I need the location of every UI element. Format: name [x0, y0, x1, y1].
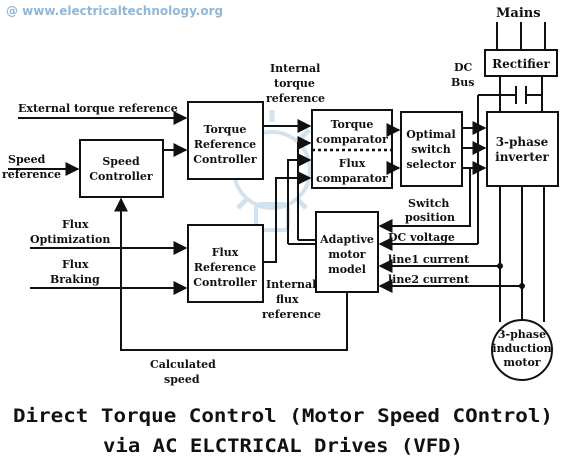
external-torque-reference-label: External torque reference — [18, 102, 178, 115]
flux-reference-controller-block — [187, 224, 264, 303]
flux-comparator-label-2: comparator — [316, 172, 388, 185]
speed-reference-label-1: Speed — [8, 153, 46, 166]
induction-motor-icon — [491, 319, 553, 381]
flux-comparator-label-1: Flux — [339, 157, 366, 170]
line1-junction — [497, 263, 503, 269]
motor-label-1: 3-phase — [498, 328, 546, 341]
flux-braking-label-2: Braking — [50, 273, 100, 286]
caption-line-2: via AC ELCTRICAL Drives (VFD) — [103, 435, 463, 457]
adaptive-motor-model-block — [315, 211, 379, 293]
switch-position-arrow — [378, 168, 471, 233]
internal-flux-ref-label-3: reference — [262, 308, 321, 321]
calculated-speed-label-2: speed — [164, 373, 200, 386]
speed-controller-label-2: Controller — [89, 170, 153, 183]
flux-braking-label-1: Flux — [62, 258, 89, 271]
torque-comparator-label-1: Torque — [331, 118, 374, 131]
dc-voltage-label: DC voltage — [388, 231, 455, 244]
torque-comparator-label-2: comparator — [316, 133, 388, 146]
mains-label: Mains — [496, 6, 541, 21]
switch-position-label-2: position — [405, 211, 455, 224]
torque-ref-label-2: Reference — [194, 138, 256, 151]
switch-position-label-1: Switch — [408, 197, 449, 210]
selector-label-2: switch — [411, 143, 451, 156]
line1-current-label: line1 current — [388, 253, 470, 266]
motor-label-2: induction — [492, 342, 551, 355]
selector-label-1: Optimal — [406, 128, 455, 141]
rectifier-label: Rectifier — [492, 57, 550, 71]
watermark-text: @ www.electricaltechnology.org — [6, 4, 223, 18]
speed-controller-block — [79, 139, 164, 198]
internal-torque-ref-label-1: Internal — [270, 62, 320, 75]
flux-ref-label-3: Controller — [193, 276, 257, 289]
rectifier-block — [484, 49, 558, 77]
inverter-label-1: 3-phase — [496, 135, 549, 149]
caption-line-1: Direct Torque Control (Motor Speed COntr… — [13, 405, 553, 427]
internal-torque-ref-label-2: torque — [274, 77, 315, 90]
inverter-label-2: inverter — [495, 150, 549, 164]
motor-model-label-1: Adaptive — [319, 233, 374, 246]
torque-ref-label-1: Torque — [204, 123, 247, 136]
internal-flux-ref-label-1: Internal — [266, 278, 316, 291]
dc-bus-label-1: DC — [454, 61, 473, 74]
motor-label-3: motor — [503, 356, 540, 369]
flux-optimization-label-2: Optimization — [30, 233, 110, 246]
dc-bus-label-2: Bus — [451, 76, 475, 89]
internal-flux-ref-label-2: flux — [276, 293, 299, 306]
optimal-switch-selector-block — [400, 111, 463, 187]
torque-feedback-arrow — [297, 136, 312, 240]
internal-torque-ref-label-3: reference — [266, 92, 325, 105]
selector-label-3: selector — [406, 158, 455, 171]
calculated-speed-arrow — [114, 197, 348, 351]
motor-model-label-2: motor — [328, 248, 365, 261]
line2-junction — [519, 283, 525, 289]
flux-ref-to-comparator-arrow — [263, 171, 312, 263]
flux-ref-label-1: Flux — [212, 246, 239, 259]
calculated-speed-label-1: Calculated — [150, 358, 216, 371]
flux-feedback-arrow — [287, 153, 312, 244]
speed-reference-label-2: reference — [2, 168, 61, 181]
torque-ref-label-3: Controller — [193, 153, 257, 166]
torque-reference-controller-block — [187, 101, 264, 180]
motor-model-label-3: model — [328, 263, 366, 276]
flux-optimization-label-1: Flux — [62, 218, 89, 231]
inverter-block — [486, 111, 559, 187]
line2-current-label: line2 current — [388, 273, 470, 286]
flux-ref-label-2: Reference — [194, 261, 256, 274]
speed-controller-label-1: Speed — [102, 155, 140, 168]
